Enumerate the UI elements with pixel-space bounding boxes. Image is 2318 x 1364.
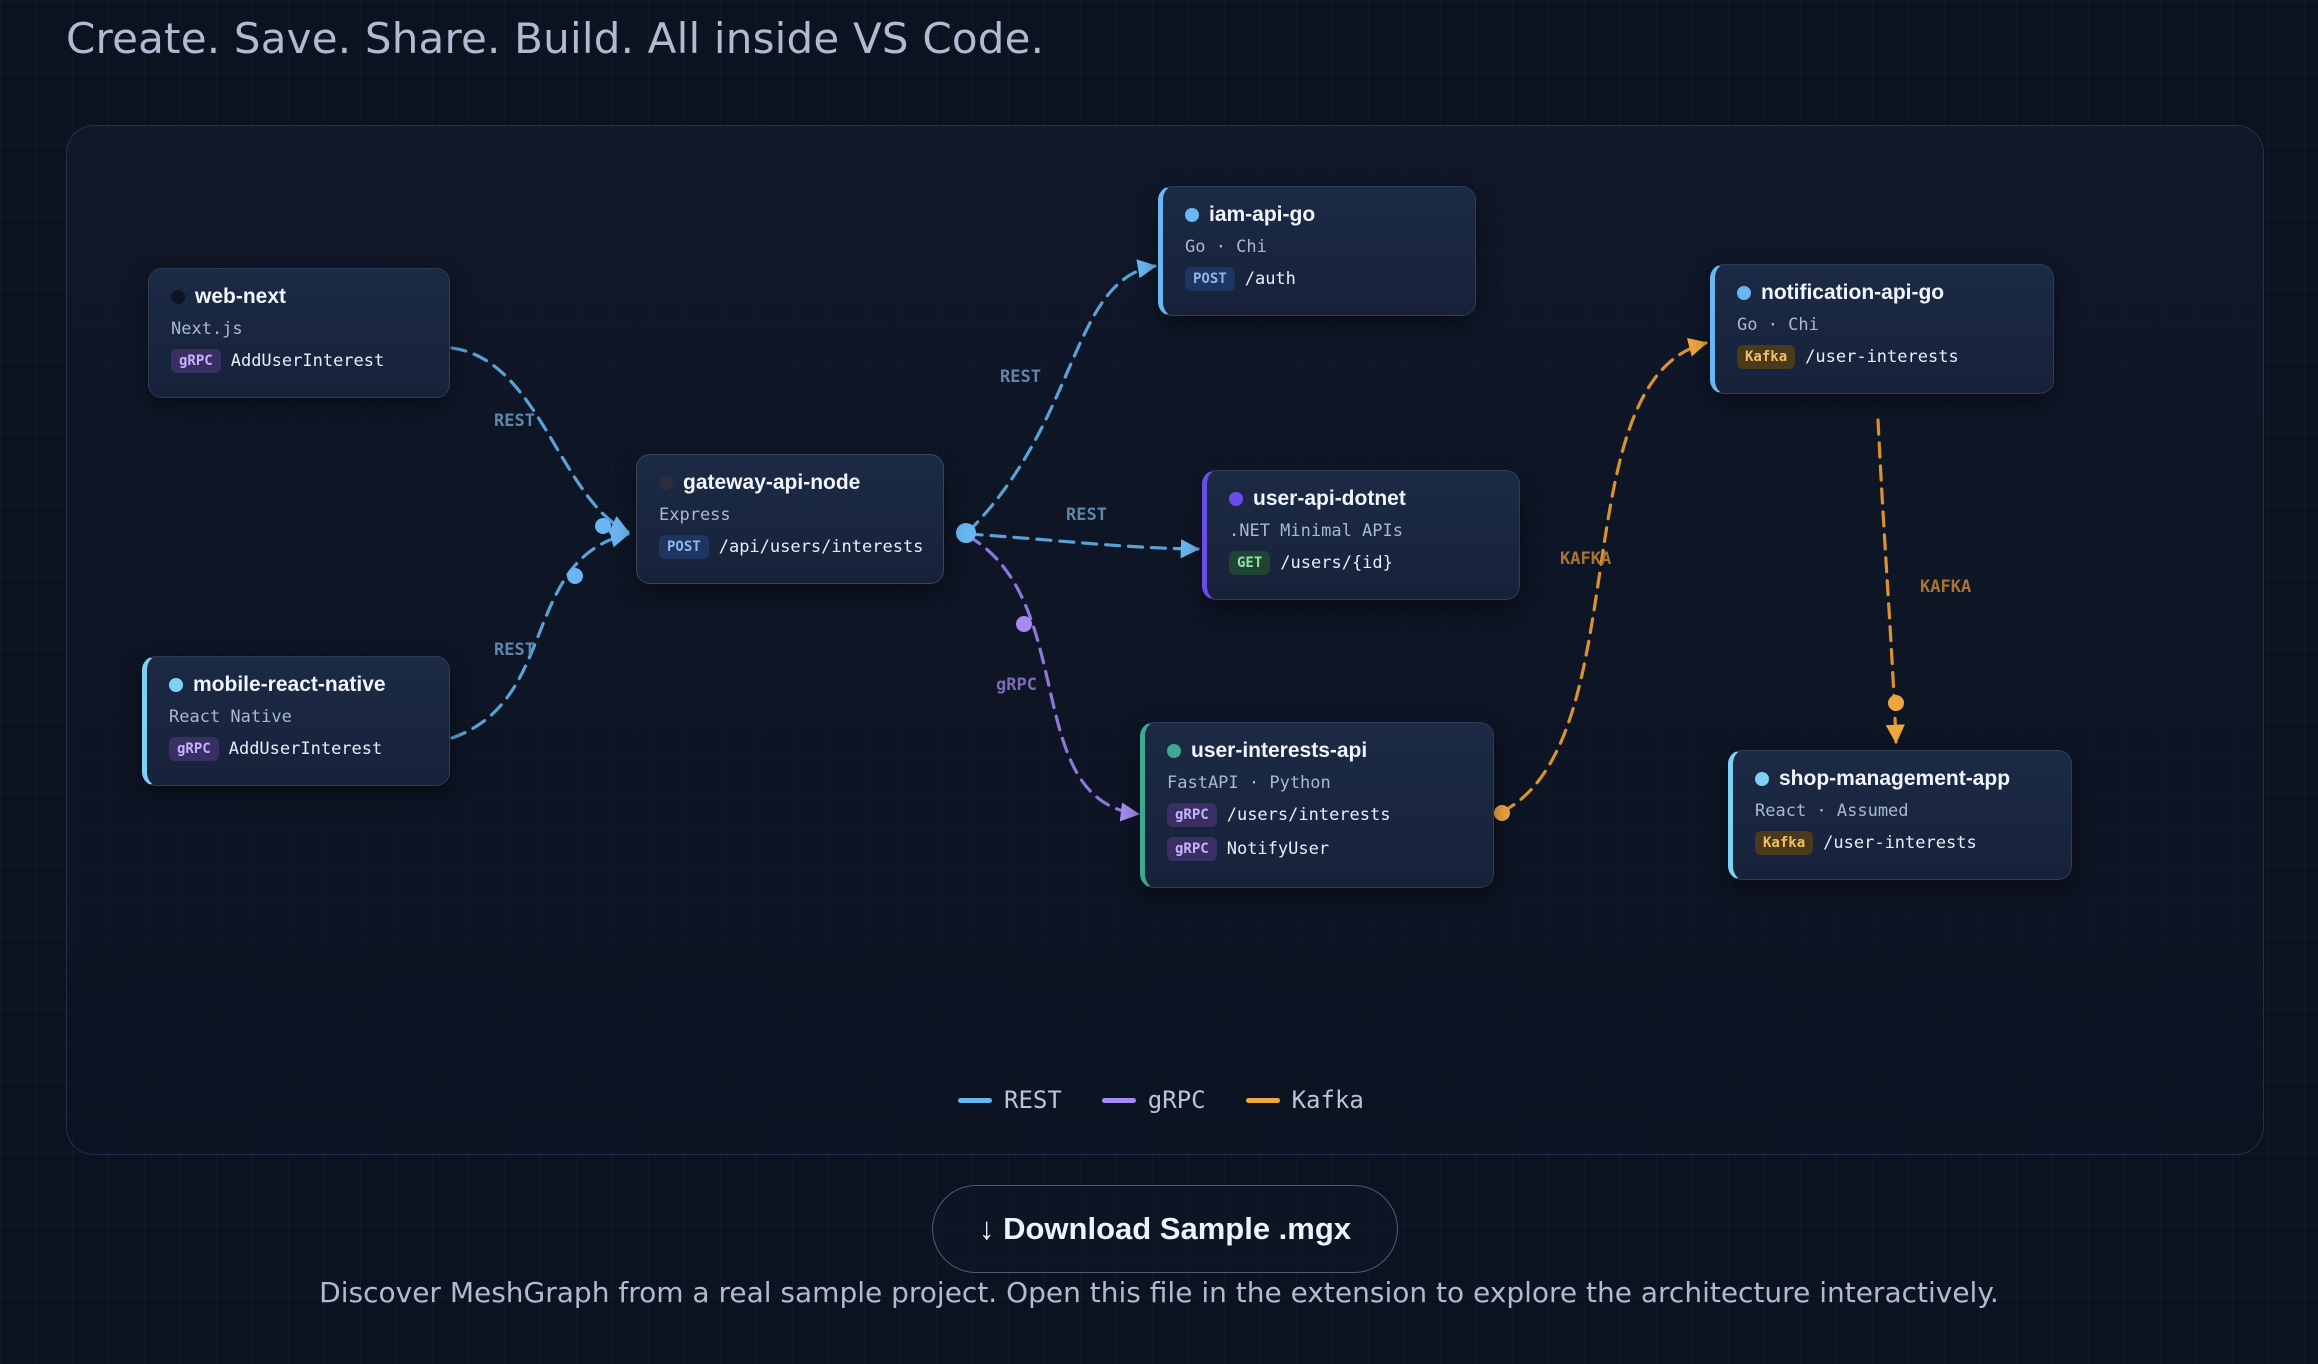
status-dot-icon bbox=[659, 476, 673, 490]
endpoint-path: AddUserInterest bbox=[228, 739, 383, 759]
endpoint-path: /users/interests bbox=[1226, 805, 1391, 825]
endpoint-path: /user-interests bbox=[1823, 833, 1977, 853]
node-iam-api-go[interactable]: iam-api-go Go · Chi POST/auth bbox=[1158, 186, 1476, 316]
edge-label-gateway-interests: gRPC bbox=[996, 675, 1037, 695]
node-gateway-api-node[interactable]: gateway-api-node Express POST/api/users/… bbox=[636, 454, 944, 584]
edge-gateway-to-user[interactable] bbox=[966, 532, 1200, 559]
tagline: Discover MeshGraph from a real sample pr… bbox=[319, 1276, 1999, 1309]
legend-swatch bbox=[958, 1097, 992, 1103]
edge-mobile-to-gateway[interactable] bbox=[450, 528, 630, 740]
endpoint-path: /users/{id} bbox=[1280, 553, 1393, 573]
legend-label: Kafka bbox=[1291, 1086, 1364, 1114]
edge-label-interests-notification: KAFKA bbox=[1560, 549, 1611, 569]
node-user-interests-api[interactable]: user-interests-api FastAPI · Python gRPC… bbox=[1140, 722, 1494, 888]
status-dot-icon bbox=[1185, 208, 1199, 222]
edge-label-web-gateway: REST bbox=[494, 411, 535, 431]
endpoint-path: AddUserInterest bbox=[230, 351, 385, 371]
node-framework: Go · Chi bbox=[1737, 315, 1819, 335]
node-title: mobile-react-native bbox=[193, 673, 386, 696]
edge-label-notification-shop: KAFKA bbox=[1920, 577, 1971, 597]
method-badge: POST bbox=[1185, 267, 1235, 291]
node-framework: FastAPI · Python bbox=[1167, 773, 1331, 793]
endpoint-path: /auth bbox=[1244, 269, 1296, 289]
legend: REST gRPC Kafka bbox=[958, 1086, 1364, 1114]
node-framework: Next.js bbox=[171, 319, 243, 339]
legend-label: gRPC bbox=[1147, 1086, 1206, 1114]
endpoint-path: /user-interests bbox=[1805, 347, 1959, 367]
node-framework: React · Assumed bbox=[1755, 801, 1909, 821]
node-framework: Go · Chi bbox=[1185, 237, 1267, 257]
node-web-next[interactable]: web-next Next.js gRPC AddUserInterest bbox=[148, 268, 450, 398]
node-shop-management-app[interactable]: shop-management-app React · Assumed Kafk… bbox=[1728, 750, 2072, 880]
edge-interests-to-notification[interactable] bbox=[1500, 337, 1708, 814]
node-framework: Express bbox=[659, 505, 731, 525]
edge-label-gateway-user: REST bbox=[1066, 505, 1107, 525]
node-framework: .NET Minimal APIs bbox=[1229, 521, 1403, 541]
protocol-badge: gRPC bbox=[171, 349, 221, 373]
protocol-badge: gRPC bbox=[1167, 803, 1217, 827]
protocol-badge: Kafka bbox=[1755, 831, 1814, 855]
status-dot-icon bbox=[171, 290, 185, 304]
status-dot-icon bbox=[1755, 772, 1769, 786]
status-dot-icon bbox=[1167, 744, 1181, 758]
node-title: user-api-dotnet bbox=[1253, 487, 1406, 510]
legend-item-kafka: Kafka bbox=[1245, 1086, 1364, 1114]
node-notification-api-go[interactable]: notification-api-go Go · Chi Kafka/user-… bbox=[1710, 264, 2054, 394]
protocol-badge: Kafka bbox=[1737, 345, 1796, 369]
protocol-badge: gRPC bbox=[169, 737, 219, 761]
edge-gateway-to-interests[interactable] bbox=[966, 534, 1140, 822]
node-title: user-interests-api bbox=[1191, 739, 1368, 762]
download-label: ↓ Download Sample .mgx bbox=[978, 1211, 1352, 1246]
legend-item-rest: REST bbox=[958, 1086, 1062, 1114]
node-title: web-next bbox=[195, 285, 287, 308]
status-dot-icon bbox=[1737, 286, 1751, 300]
node-title: shop-management-app bbox=[1779, 767, 2011, 790]
node-framework: React Native bbox=[169, 707, 292, 727]
edge-web-to-gateway[interactable] bbox=[450, 346, 630, 534]
download-sample-button[interactable]: ↓ Download Sample .mgx bbox=[932, 1185, 1398, 1273]
edge-handles bbox=[567, 518, 1904, 821]
node-title: iam-api-go bbox=[1209, 203, 1316, 226]
endpoint-path: NotifyUser bbox=[1226, 839, 1330, 859]
edge-label-mobile-gateway: REST bbox=[494, 640, 535, 660]
method-badge: POST bbox=[659, 535, 709, 559]
status-dot-icon bbox=[169, 678, 183, 692]
page-headline: Create. Save. Share. Build. All inside V… bbox=[66, 14, 1045, 63]
legend-label: REST bbox=[1004, 1086, 1062, 1114]
endpoint-path: /api/users/interests bbox=[718, 537, 924, 557]
edge-label-gateway-iam: REST bbox=[1000, 367, 1041, 387]
legend-swatch bbox=[1245, 1097, 1280, 1103]
edge-notification-to-shop[interactable] bbox=[1876, 418, 1905, 744]
node-title: gateway-api-node bbox=[683, 471, 861, 494]
edge-gateway-to-iam[interactable] bbox=[966, 259, 1157, 534]
node-user-api-dotnet[interactable]: user-api-dotnet .NET Minimal APIs GET/us… bbox=[1202, 470, 1520, 600]
status-dot-icon bbox=[1229, 492, 1243, 506]
node-title: notification-api-go bbox=[1761, 281, 1945, 304]
method-badge: GET bbox=[1229, 551, 1271, 575]
legend-item-grpc: gRPC bbox=[1101, 1086, 1206, 1114]
legend-swatch bbox=[1101, 1097, 1136, 1103]
node-mobile-react-native[interactable]: mobile-react-native React Native gRPC Add… bbox=[142, 656, 450, 786]
protocol-badge: gRPC bbox=[1167, 837, 1217, 861]
